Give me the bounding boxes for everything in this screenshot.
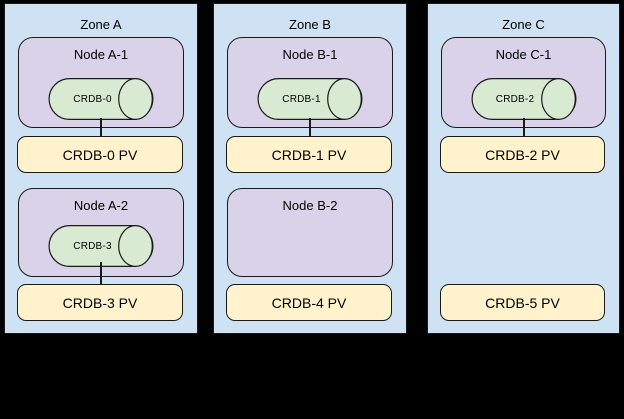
database-cylinder-icon [257,78,363,120]
crdb-0-pv-box: CRDB-0 PV [17,136,183,173]
crdb-1-pod: CRDB-1 [257,78,363,120]
zone-a: Zone A Node A-1 CRDB-0 CRDB-0 PV Node A-… [4,3,198,334]
node-b1-label: Node B-1 [282,47,338,62]
zone-c: Zone C Node C-1 CRDB-2 CRDB-2 PV CRDB-5 … [427,3,620,334]
crdb-2-pv-box: CRDB-2 PV [440,136,605,173]
crdb-0-pod: CRDB-0 [48,78,154,120]
crdb-3-pv-label: CRDB-3 PV [62,294,138,311]
crdb-4-pv-box: CRDB-4 PV [226,284,392,321]
crdb-0-pv-label: CRDB-0 PV [62,146,138,163]
zone-b-title: Zone B [289,17,331,32]
crdb-0-pod-label: CRDB-0 [73,93,112,105]
connector-line [522,118,525,138]
connector-line [309,118,311,138]
crdb-5-pv-label: CRDB-5 PV [485,294,560,311]
zone-c-title: Zone C [502,17,545,32]
crdb-3-pod: CRDB-3 [48,225,154,267]
node-a2-label: Node A-2 [73,198,129,213]
crdb-1-pv-label: CRDB-1 PV [271,146,347,163]
crdb-1-pod-label: CRDB-1 [282,93,321,105]
node-a2-box: Node A-2 CRDB-3 [18,188,184,277]
connector-line [100,262,102,286]
crdb-3-pv-box: CRDB-3 PV [17,284,183,321]
database-cylinder-icon [471,78,576,120]
database-cylinder-icon [48,78,154,120]
connector-line [100,118,102,138]
crdb-5-pv-box: CRDB-5 PV [440,284,605,321]
zone-a-title: Zone A [80,17,122,32]
crdb-3-pod-label: CRDB-3 [73,240,112,252]
node-c1-box: Node C-1 CRDB-2 [441,37,606,128]
crdb-2-pod-label: CRDB-2 [495,93,535,105]
node-a1-box: Node A-1 CRDB-0 [18,37,184,128]
node-b1-box: Node B-1 CRDB-1 [227,37,393,128]
crdb-2-pv-label: CRDB-2 PV [485,146,560,163]
node-c1-label: Node C-1 [495,47,552,62]
zone-b: Zone B Node B-1 CRDB-1 CRDB-1 PV Node B-… [213,3,407,334]
crdb-4-pv-label: CRDB-4 PV [271,294,347,311]
node-b2-box: Node B-2 [227,188,393,277]
database-cylinder-icon [48,225,154,267]
crdb-1-pv-box: CRDB-1 PV [226,136,392,173]
crdb-2-pod: CRDB-2 [471,78,576,120]
node-a1-label: Node A-1 [73,47,129,62]
node-b2-label: Node B-2 [282,198,338,213]
